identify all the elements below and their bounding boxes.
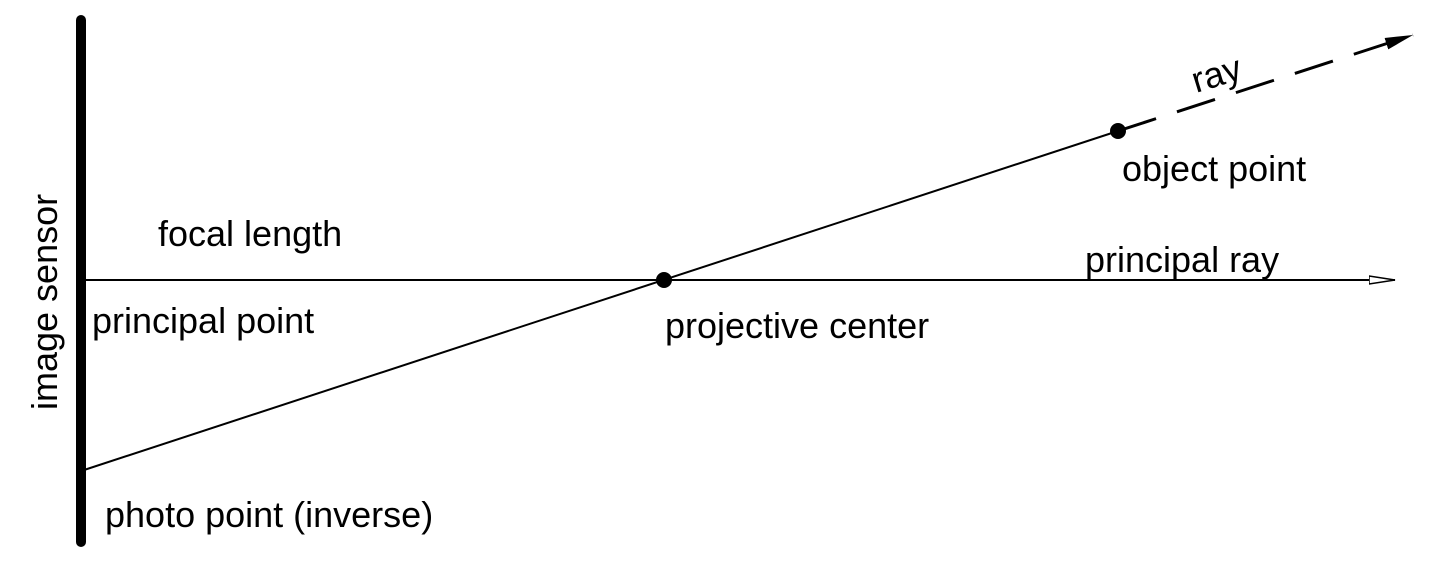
focal-length-label: focal length — [158, 213, 342, 254]
image-sensor-label: image sensor — [24, 194, 65, 410]
projective-center-label: projective center — [665, 305, 929, 346]
object-point-label: object point — [1122, 148, 1306, 189]
photo-point-label: photo point (inverse) — [105, 494, 433, 535]
projective-center-point — [656, 272, 672, 288]
object-point-dot — [1110, 123, 1126, 139]
ray-dashed-extension — [1117, 33, 1414, 133]
principal-ray-label: principal ray — [1085, 239, 1279, 280]
ray-line — [80, 130, 1119, 472]
principal-point-label: principal point — [92, 300, 314, 341]
